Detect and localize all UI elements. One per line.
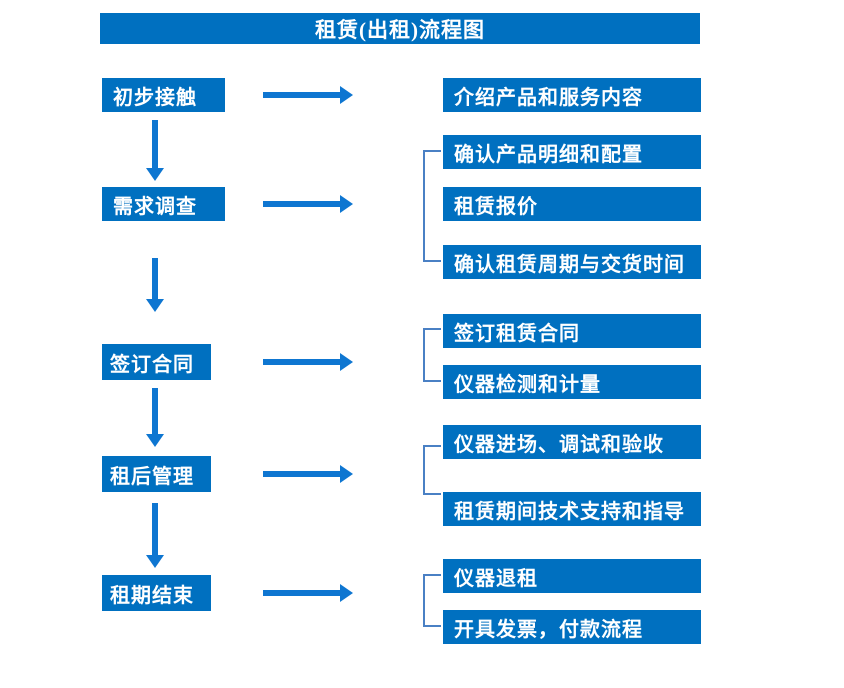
flow-arrow-down-icon — [146, 120, 164, 181]
detail-instrument-testing: 仪器检测和计量 — [443, 365, 701, 399]
flow-arrow-right-icon — [263, 353, 353, 371]
arrow-shaft — [152, 120, 158, 169]
arrow-shaft — [152, 258, 158, 300]
group-bracket-icon — [423, 574, 441, 627]
step-demand-survey: 需求调查 — [102, 187, 225, 221]
arrow-head — [146, 299, 164, 312]
detail-sign-rental-contract: 签订租赁合同 — [443, 314, 701, 348]
flow-arrow-down-icon — [146, 503, 164, 568]
group-bracket-icon — [423, 150, 441, 262]
flow-arrow-down-icon — [146, 258, 164, 312]
arrow-shaft — [152, 388, 158, 435]
flow-arrow-right-icon — [263, 195, 353, 213]
page-title: 租赁(出租)流程图 — [100, 13, 700, 44]
arrow-head — [340, 584, 353, 602]
detail-confirm-period-delivery: 确认租赁周期与交货时间 — [443, 245, 701, 279]
arrow-head — [340, 353, 353, 371]
arrow-shaft — [263, 201, 341, 207]
arrow-head — [340, 86, 353, 104]
step-initial-contact: 初步接触 — [102, 78, 225, 112]
detail-rental-quote: 租赁报价 — [443, 187, 701, 221]
arrow-shaft — [263, 92, 341, 98]
detail-instrument-setup-acceptance: 仪器进场、调试和验收 — [443, 425, 701, 459]
arrow-shaft — [152, 503, 158, 556]
detail-instrument-return: 仪器退租 — [443, 559, 701, 593]
arrow-shaft — [263, 590, 341, 596]
detail-tech-support: 租赁期间技术支持和指导 — [443, 492, 701, 526]
arrow-head — [146, 555, 164, 568]
detail-invoice-payment: 开具发票，付款流程 — [443, 610, 701, 644]
step-sign-contract: 签订合同 — [102, 344, 211, 380]
flow-arrow-right-icon — [263, 584, 353, 602]
flow-arrow-down-icon — [146, 388, 164, 447]
arrow-head — [146, 168, 164, 181]
flow-arrow-right-icon — [263, 465, 353, 483]
detail-introduce-products: 介绍产品和服务内容 — [443, 78, 701, 112]
arrow-head — [340, 195, 353, 213]
arrow-shaft — [263, 471, 341, 477]
flow-arrow-right-icon — [263, 86, 353, 104]
group-bracket-icon — [423, 328, 441, 382]
arrow-head — [146, 434, 164, 447]
step-rental-end: 租期结束 — [102, 575, 211, 611]
arrow-head — [340, 465, 353, 483]
arrow-shaft — [263, 359, 341, 365]
group-bracket-icon — [423, 445, 441, 495]
step-post-rental-management: 租后管理 — [102, 456, 211, 492]
detail-confirm-product-config: 确认产品明细和配置 — [443, 135, 701, 169]
